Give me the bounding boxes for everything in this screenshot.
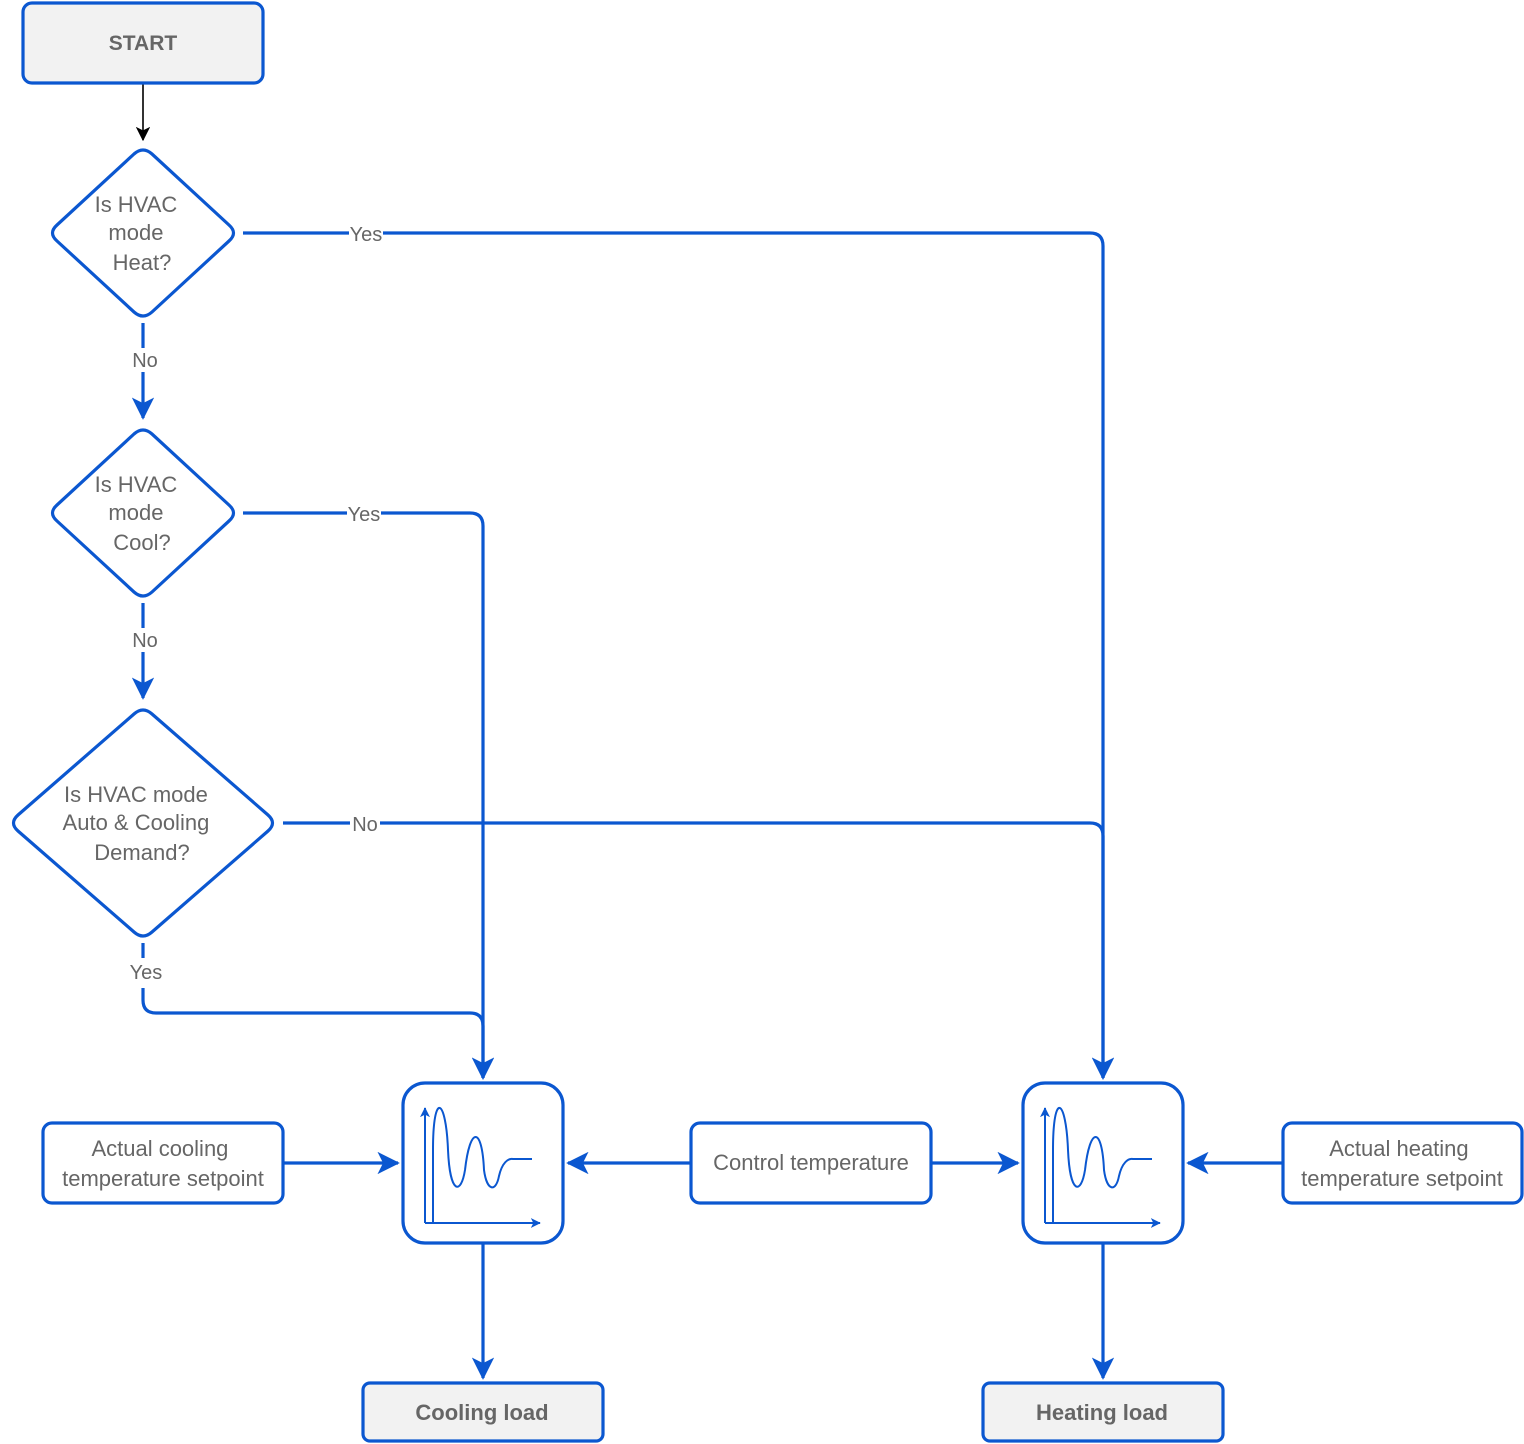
cooling-controller — [401, 1081, 565, 1245]
svg-text:Cooling load: Cooling load — [415, 1400, 548, 1425]
control-temperature-box: Control temperature — [689, 1121, 933, 1205]
decision-hvac-heat: Is HVAC mode Heat? — [50, 148, 236, 318]
svg-text:Actual cooling temperatu: Actual cooling temperature setpoint — [62, 1136, 264, 1191]
heating-controller — [1021, 1081, 1185, 1245]
cooling-load-terminal: Cooling load — [361, 1381, 605, 1443]
label-heat-no: No — [129, 348, 161, 372]
start-terminal: START — [21, 1, 265, 85]
svg-text:Yes: Yes — [130, 962, 163, 984]
pid-response-chart-icon — [420, 1107, 541, 1228]
svg-text:Is HVAC mode Heat?: Is HVAC mode Heat? — [95, 192, 184, 275]
svg-text:No: No — [132, 350, 158, 372]
label-auto-no: No — [350, 812, 380, 836]
edge-heat-yes — [243, 231, 1115, 1080]
heating-load-terminal: Heating load — [981, 1381, 1225, 1443]
cooling-setpoint-box: Actual cooling temperature setpoint — [41, 1121, 285, 1205]
svg-text:Yes: Yes — [350, 224, 383, 246]
label-auto-yes: Yes — [126, 958, 166, 988]
svg-text:No: No — [132, 630, 158, 652]
label-cool-no: No — [129, 628, 161, 652]
label-cool-yes: Yes — [347, 502, 381, 526]
svg-text:Is HVAC mode Cool?: Is HVAC mode Cool? — [95, 472, 184, 555]
decision-hvac-auto-cooling-demand: Is HVAC mode Auto & Cooling Demand? — [11, 708, 275, 938]
svg-text:Heating load: Heating load — [1036, 1400, 1168, 1425]
svg-text:Is HVAC mode Auto & Cool: Is HVAC mode Auto & Cooling Demand? — [63, 782, 216, 865]
edge-auto-yes — [141, 943, 495, 1080]
heating-setpoint-box: Actual heating temperature setpoint — [1281, 1121, 1524, 1205]
svg-text:Control temperature: Control temperature — [713, 1150, 909, 1175]
label-heat-yes: Yes — [349, 222, 383, 246]
decision-hvac-cool: Is HVAC mode Cool? — [50, 428, 236, 598]
svg-text:Actual heating temperatu: Actual heating temperature setpoint — [1301, 1136, 1503, 1191]
svg-text:Yes: Yes — [348, 504, 381, 526]
start-label: START — [109, 32, 178, 55]
svg-text:No: No — [352, 814, 378, 836]
pid-response-chart-icon — [1040, 1107, 1161, 1228]
edge-cool-yes — [243, 511, 495, 1080]
edge-auto-no — [283, 821, 1115, 1080]
